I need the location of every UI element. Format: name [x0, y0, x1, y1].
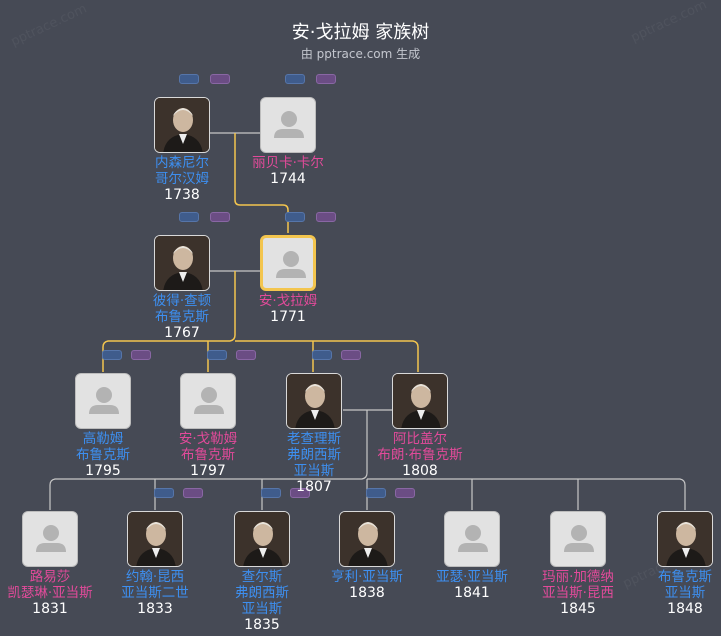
person-name[interactable]: 安·戈拉姆 — [258, 293, 318, 309]
person-name[interactable]: 查尔斯 弗朗西斯 亚当斯 — [235, 569, 289, 617]
person-portrait[interactable] — [392, 373, 448, 429]
family-badge[interactable] — [261, 488, 281, 498]
portrait-image — [340, 512, 394, 566]
person-birth-year: 1808 — [402, 463, 438, 479]
person-portrait[interactable] — [127, 511, 183, 567]
portrait-image — [155, 98, 209, 152]
person-name[interactable]: 老查理斯 弗朗西斯 亚当斯 — [287, 431, 341, 479]
family-badge[interactable] — [341, 350, 361, 360]
family-badge[interactable] — [366, 488, 386, 498]
person-avatar-placeholder[interactable] — [75, 373, 131, 429]
person-portrait[interactable] — [286, 373, 342, 429]
person-portrait[interactable] — [339, 511, 395, 567]
family-badge[interactable] — [285, 74, 305, 84]
person-name[interactable]: 高勒姆 布鲁克斯 — [76, 431, 130, 463]
person-icon — [276, 251, 306, 278]
family-badge[interactable] — [179, 212, 199, 222]
family-badge[interactable] — [154, 488, 174, 498]
person-name[interactable]: 内森尼尔 哥尔汉姆 — [155, 155, 209, 187]
person-icon — [194, 387, 224, 414]
person-name[interactable]: 彼得·查顿 布鲁克斯 — [152, 293, 212, 325]
family-badge[interactable] — [312, 350, 332, 360]
person-icon — [36, 525, 66, 552]
family-badge[interactable] — [290, 488, 310, 498]
person-icon — [458, 525, 488, 552]
person-name[interactable]: 布鲁克斯 亚当斯 — [658, 569, 712, 601]
person-icon — [274, 111, 304, 138]
person-portrait[interactable] — [234, 511, 290, 567]
person-birth-year: 1807 — [296, 479, 332, 495]
person-avatar-placeholder[interactable] — [260, 97, 316, 153]
person-name[interactable]: 亚瑟·亚当斯 — [436, 569, 508, 585]
person-birth-year: 1838 — [349, 585, 385, 601]
portrait-image — [128, 512, 182, 566]
family-badge[interactable] — [236, 350, 256, 360]
person-birth-year: 1841 — [454, 585, 490, 601]
person-name[interactable]: 亨利·亚当斯 — [331, 569, 403, 585]
person-portrait[interactable] — [657, 511, 713, 567]
person-icon — [89, 387, 119, 414]
family-badge[interactable] — [210, 74, 230, 84]
person-portrait[interactable] — [154, 235, 210, 291]
person-icon — [564, 525, 594, 552]
person-avatar-placeholder[interactable] — [444, 511, 500, 567]
family-badge[interactable] — [179, 74, 199, 84]
person-portrait[interactable] — [154, 97, 210, 153]
family-badge[interactable] — [285, 212, 305, 222]
portrait-image — [155, 236, 209, 290]
family-badge[interactable] — [207, 350, 227, 360]
person-name[interactable]: 路易莎 凯瑟琳·亚当斯 — [7, 569, 93, 601]
person-name[interactable]: 玛丽·加德纳 亚当斯·昆西 — [542, 569, 614, 601]
person-avatar-placeholder[interactable] — [180, 373, 236, 429]
person-name[interactable]: 丽贝卡·卡尔 — [252, 155, 324, 171]
person-birth-year: 1797 — [190, 463, 226, 479]
family-badge[interactable] — [102, 350, 122, 360]
person-avatar-placeholder[interactable] — [550, 511, 606, 567]
portrait-image — [287, 374, 341, 428]
person-birth-year: 1771 — [270, 309, 306, 325]
family-badge[interactable] — [395, 488, 415, 498]
person-birth-year: 1744 — [270, 171, 306, 187]
family-badge[interactable] — [131, 350, 151, 360]
family-badge[interactable] — [210, 212, 230, 222]
person-name[interactable]: 阿比盖尔 布朗·布鲁克斯 — [377, 431, 463, 463]
person-avatar-placeholder[interactable] — [260, 235, 316, 291]
person-name[interactable]: 约翰·昆西 亚当斯二世 — [121, 569, 189, 601]
family-badge[interactable] — [183, 488, 203, 498]
person-birth-year: 1738 — [164, 187, 200, 203]
person-birth-year: 1795 — [85, 463, 121, 479]
portrait-image — [658, 512, 712, 566]
family-badge[interactable] — [316, 212, 336, 222]
person-name[interactable]: 安·戈勒姆 布鲁克斯 — [178, 431, 238, 463]
person-birth-year: 1845 — [560, 601, 596, 617]
portrait-image — [235, 512, 289, 566]
person-birth-year: 1833 — [137, 601, 173, 617]
family-badge[interactable] — [316, 74, 336, 84]
person-birth-year: 1848 — [667, 601, 703, 617]
person-birth-year: 1767 — [164, 325, 200, 341]
page-title: 安·戈拉姆 家族树 — [291, 22, 430, 43]
person-birth-year: 1835 — [244, 617, 280, 633]
page-subtitle: 由 pptrace.com 生成 — [300, 47, 421, 61]
portrait-image — [393, 374, 447, 428]
person-birth-year: 1831 — [32, 601, 68, 617]
person-avatar-placeholder[interactable] — [22, 511, 78, 567]
